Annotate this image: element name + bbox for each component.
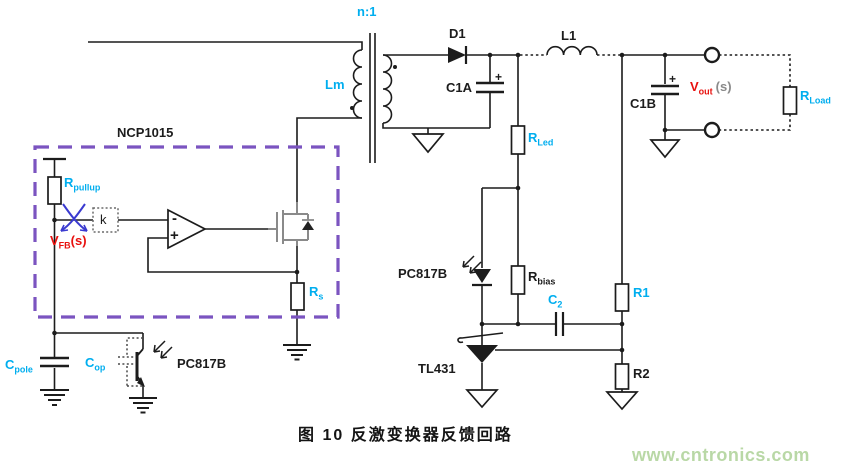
r1-resistor xyxy=(614,283,630,312)
optocoupler-led xyxy=(462,255,492,287)
rbias-label: Rbias xyxy=(528,269,556,287)
photo-light-arrow-icon xyxy=(153,340,166,353)
rload-label: RLoad xyxy=(800,88,831,106)
fb-cross-icon xyxy=(60,203,88,232)
rload-resistor xyxy=(782,86,798,115)
l1-inductor xyxy=(546,45,598,56)
mosfet xyxy=(268,202,314,246)
photo-light-arrow-icon xyxy=(160,346,173,359)
figure-caption: 图 10 反激变换器反馈回路 xyxy=(298,427,513,444)
cpole-label: Cpole xyxy=(5,357,33,375)
ground-icon xyxy=(465,389,499,409)
primary-wires xyxy=(53,41,363,398)
cop-capacitor xyxy=(118,337,143,387)
rs-label: Rs xyxy=(309,284,324,302)
ground-icon xyxy=(649,139,681,159)
rbias-resistor xyxy=(510,265,526,295)
ground-icon xyxy=(283,344,311,361)
opamp-minus-label: - xyxy=(172,210,177,227)
c1b-capacitor xyxy=(651,84,679,96)
ground-icon xyxy=(40,389,69,406)
secondary-dot xyxy=(393,65,397,69)
l1-label: L1 xyxy=(561,28,577,43)
k-gain-block xyxy=(92,207,119,233)
tl431-ref-line xyxy=(457,332,504,344)
rpullup-resistor xyxy=(47,176,62,205)
emitter-arrow-icon xyxy=(137,377,145,387)
primary-grounds xyxy=(40,344,311,414)
transformer-core xyxy=(369,33,376,163)
ground-icon xyxy=(129,397,157,414)
dotted-wires xyxy=(520,54,791,131)
d1-label: D1 xyxy=(449,26,466,41)
error-amplifier xyxy=(167,208,207,250)
secondary-grounds xyxy=(411,133,681,411)
output-terminal-top xyxy=(703,46,721,64)
secondary-wires xyxy=(382,54,704,392)
tl431-regulator xyxy=(457,332,504,363)
primary-winding xyxy=(352,49,363,119)
transformer xyxy=(350,33,397,163)
led-light-arrow-icon xyxy=(469,261,482,274)
transformer-ratio-label: n:1 xyxy=(357,4,377,19)
ground-icon xyxy=(411,133,445,154)
primary-dot xyxy=(350,106,354,110)
c2-label: C2 xyxy=(548,292,563,310)
mosfet-body-diode-leads xyxy=(297,213,309,240)
resistors xyxy=(47,86,798,390)
mosfet-drain-tap xyxy=(283,202,298,215)
tl431-label: TL431 xyxy=(418,361,456,376)
ground-icon xyxy=(605,391,639,411)
c1b-polarity-label: + xyxy=(669,72,677,86)
output-terminal-bottom xyxy=(703,121,721,139)
mosfet-body-diode-icon xyxy=(302,221,314,230)
mosfet-source-tap xyxy=(283,239,308,246)
rled-resistor xyxy=(510,125,526,155)
opamp-plus-label: + xyxy=(170,227,179,244)
ncp1015-ic-box xyxy=(33,145,340,319)
led-light-arrow-icon xyxy=(462,255,475,268)
c2-capacitor xyxy=(554,312,565,336)
c1a-polarity-label: + xyxy=(495,70,503,84)
secondary-winding xyxy=(382,54,393,124)
rpullup-label: Rpullup xyxy=(64,175,101,193)
k-gain-label: k xyxy=(100,212,107,227)
phototransistor xyxy=(135,340,173,387)
cop-label: Cop xyxy=(85,355,106,373)
cpole-capacitor xyxy=(40,356,69,368)
junction-dots xyxy=(52,52,668,353)
r2-label: R2 xyxy=(633,366,650,381)
r1-label: R1 xyxy=(633,285,650,300)
c1b-label: C1B xyxy=(630,96,657,111)
controller-ic-label: NCP1015 xyxy=(117,125,174,140)
rled-label: RLed xyxy=(528,130,554,148)
optocoupler-led-label: PC817B xyxy=(398,266,448,281)
c1a-label: C1A xyxy=(446,80,473,95)
rs-resistor xyxy=(290,282,305,311)
d1-diode xyxy=(448,46,468,64)
watermark: www.cntronics.com xyxy=(632,445,810,465)
output-voltage-label: Vout(s) xyxy=(690,79,732,97)
fb-voltage-label: VFB(s) xyxy=(50,233,87,251)
optocoupler-transistor-label: PC817B xyxy=(177,356,227,371)
c1a-capacitor xyxy=(476,81,504,94)
r2-resistor xyxy=(614,363,630,390)
magnetizing-inductance-label: Lm xyxy=(325,77,345,92)
